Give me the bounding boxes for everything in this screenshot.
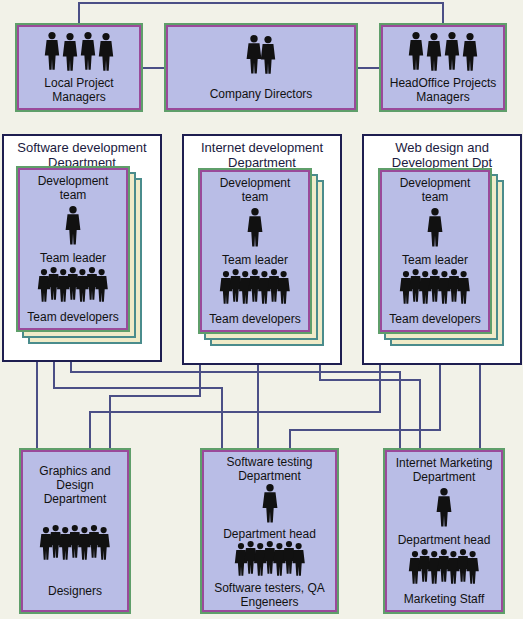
department-box: Internet development DepartmentDevelopme… <box>182 134 342 365</box>
people-silhouette <box>41 31 117 75</box>
people-silhouette <box>423 207 447 247</box>
box-label: Team leader <box>402 253 468 267</box>
box-label: Team developers <box>389 312 480 326</box>
people-silhouette <box>38 525 112 565</box>
connector-line <box>79 3 443 23</box>
connector-line <box>110 365 200 448</box>
people-silhouette <box>36 267 110 303</box>
connector-line <box>36 362 38 448</box>
people-silhouette <box>432 487 456 527</box>
people-silhouette <box>407 549 481 585</box>
people-silhouette <box>233 541 307 581</box>
box-label: Internet development Department <box>188 140 336 170</box>
people-silhouette <box>432 487 456 531</box>
box-label: Designers <box>48 584 102 598</box>
box-label: Marketing Staff <box>404 592 484 606</box>
box-label: Software development Department <box>8 140 156 170</box>
people-silhouette <box>407 549 481 589</box>
box-label: Team leader <box>222 253 288 267</box>
service-box: Internet Marketing DepartmentDepartment … <box>385 450 503 612</box>
people-silhouette <box>243 207 267 251</box>
department-box: Web design and Development DptDevelopmen… <box>362 134 522 365</box>
people-silhouette <box>218 269 292 305</box>
connector-line <box>320 365 420 448</box>
connector-line <box>290 365 440 448</box>
box-label: Company Directors <box>210 87 313 101</box>
box-label: Development team <box>206 176 304 204</box>
people-silhouette <box>241 34 281 74</box>
box-label: Internet Marketing Department <box>391 456 497 484</box>
box-label: Local Project Managers <box>23 76 135 104</box>
box-label: Team developers <box>27 310 118 324</box>
people-silhouette <box>405 31 481 71</box>
team-card: Development teamTeam leaderTeam develope… <box>380 170 490 332</box>
people-silhouette <box>36 267 110 307</box>
box-label: Team developers <box>209 312 300 326</box>
box-label: Software testing Department <box>208 455 331 483</box>
connector-line <box>257 365 259 448</box>
people-silhouette <box>38 525 112 561</box>
team-card: Development teamTeam leaderTeam develope… <box>18 168 128 330</box>
box-label: Graphics and Design Department <box>27 464 123 506</box>
people-silhouette <box>241 34 281 78</box>
people-silhouette <box>405 31 481 75</box>
manager-box: Local Project Managers <box>17 25 141 110</box>
connector-line <box>358 67 379 69</box>
connector-line <box>479 365 481 448</box>
people-silhouette <box>258 483 282 523</box>
department-box: Software development DepartmentDevelopme… <box>2 134 162 362</box>
people-silhouette <box>398 269 472 305</box>
people-silhouette <box>243 207 267 247</box>
service-box: Software testing DepartmentDepartment he… <box>202 450 337 612</box>
people-silhouette <box>218 269 292 309</box>
box-label: Development team <box>386 176 484 204</box>
connector-line <box>71 362 400 448</box>
people-silhouette <box>258 483 282 527</box>
people-silhouette <box>398 269 472 309</box>
connector-line <box>54 362 222 448</box>
box-label: Team leader <box>40 251 106 265</box>
box-label: Department head <box>398 533 491 547</box>
people-silhouette <box>61 205 85 245</box>
team-card: Development teamTeam leaderTeam develope… <box>200 170 310 332</box>
people-silhouette <box>61 205 85 249</box>
box-label: Department head <box>223 527 316 541</box>
connector-line <box>90 365 380 448</box>
manager-box: Company Directors <box>166 25 356 110</box>
box-label: Software testers, QA Engeneers <box>208 581 331 609</box>
manager-box: HeadOffice Projects Managers <box>381 25 505 110</box>
people-silhouette <box>233 541 307 577</box>
people-silhouette <box>41 31 117 71</box>
service-box: Graphics and Design DepartmentDesigners <box>21 450 129 612</box>
box-label: Web design and Development Dpt <box>368 140 516 170</box>
people-silhouette <box>423 207 447 251</box>
box-label: Development team <box>24 174 122 202</box>
box-label: HeadOffice Projects Managers <box>387 76 499 104</box>
connector-line <box>143 67 164 69</box>
